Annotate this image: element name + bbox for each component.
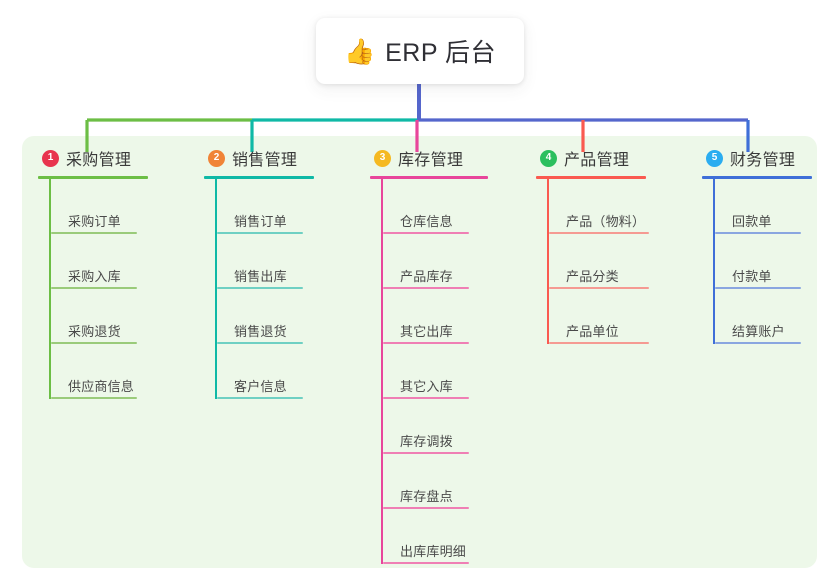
branch-header-rule bbox=[370, 176, 488, 179]
leaf-item-rule bbox=[383, 397, 469, 399]
leaf-item-label: 结算账户 bbox=[732, 324, 785, 339]
leaf-item[interactable]: 销售退货 bbox=[217, 289, 368, 344]
thumbs-up-icon: 👍 bbox=[343, 37, 376, 66]
leaf-item[interactable]: 产品分类 bbox=[549, 234, 700, 289]
leaf-item[interactable]: 回款单 bbox=[715, 179, 839, 234]
branch-number-badge: 5 bbox=[706, 149, 723, 167]
branch-header-5[interactable]: 5 财务管理 bbox=[702, 146, 839, 170]
branch-title: 库存管理 bbox=[398, 152, 464, 169]
leaf-item[interactable]: 其它入库 bbox=[383, 344, 534, 399]
leaf-item-rule bbox=[51, 342, 137, 344]
branch-number-badge: 1 bbox=[42, 149, 59, 167]
leaf-item-rule bbox=[715, 287, 801, 289]
branch-title: 产品管理 bbox=[564, 152, 630, 169]
leaf-item-label: 客户信息 bbox=[234, 379, 287, 394]
leaf-item-rule bbox=[549, 287, 649, 289]
leaf-item-rule bbox=[549, 342, 649, 344]
leaf-item-label: 销售订单 bbox=[234, 214, 287, 229]
leaf-item-label: 库存调拨 bbox=[400, 434, 453, 449]
leaf-item[interactable]: 付款单 bbox=[715, 234, 839, 289]
leaf-item-label: 其它入库 bbox=[400, 379, 453, 394]
branch-leaf-list: 产品（物料） 产品分类产品单位 bbox=[547, 179, 700, 344]
leaf-item-label: 出库库明细 bbox=[400, 544, 467, 559]
branch-header-rule bbox=[38, 176, 148, 179]
leaf-item[interactable]: 采购订单 bbox=[51, 179, 202, 234]
branch-header-1[interactable]: 1 采购管理 bbox=[38, 146, 202, 170]
branch-leaf-list: 仓库信息产品库存其它出库其它入库库存调拨库存盘点出库库明细 bbox=[381, 179, 534, 564]
leaf-item-rule bbox=[217, 232, 303, 234]
leaf-item[interactable]: 结算账户 bbox=[715, 289, 839, 344]
leaf-item-label: 产品单位 bbox=[566, 324, 619, 339]
leaf-item-rule bbox=[383, 507, 469, 509]
leaf-item-label: 产品库存 bbox=[400, 269, 453, 284]
branch-number-badge: 3 bbox=[374, 149, 391, 167]
leaf-item[interactable]: 产品（物料） bbox=[549, 179, 700, 234]
leaf-item-label: 其它出库 bbox=[400, 324, 453, 339]
branch-column-2: 2 销售管理销售订单销售出库销售退货客户信息 bbox=[204, 146, 368, 399]
leaf-item[interactable]: 出库库明细 bbox=[383, 509, 534, 564]
leaf-item-label: 采购退货 bbox=[68, 324, 121, 339]
leaf-item-rule bbox=[383, 232, 469, 234]
branches-panel bbox=[22, 136, 817, 568]
branch-title: 采购管理 bbox=[66, 152, 132, 169]
branch-leaf-list: 回款单付款单结算账户 bbox=[713, 179, 839, 344]
branch-title: 销售管理 bbox=[232, 152, 298, 169]
leaf-item[interactable]: 销售订单 bbox=[217, 179, 368, 234]
branch-header-rule bbox=[702, 176, 812, 179]
branch-column-1: 1 采购管理采购订单采购入库采购退货供应商信息 bbox=[38, 146, 202, 399]
root-node[interactable]: 👍 ERP 后台 bbox=[316, 18, 524, 84]
branch-column-5: 5 财务管理回款单付款单结算账户 bbox=[702, 146, 839, 344]
branch-title: 财务管理 bbox=[730, 152, 796, 169]
leaf-item[interactable]: 采购入库 bbox=[51, 234, 202, 289]
leaf-item[interactable]: 销售出库 bbox=[217, 234, 368, 289]
leaf-item-rule bbox=[217, 287, 303, 289]
branch-leaf-list: 销售订单销售出库销售退货客户信息 bbox=[215, 179, 368, 399]
leaf-item-label: 仓库信息 bbox=[400, 214, 453, 229]
leaf-item-label: 产品分类 bbox=[566, 269, 619, 284]
leaf-item-label: 采购入库 bbox=[68, 269, 121, 284]
branch-header-4[interactable]: 4 产品管理 bbox=[536, 146, 700, 170]
leaf-item-label: 供应商信息 bbox=[68, 379, 135, 394]
leaf-item-rule bbox=[51, 287, 137, 289]
leaf-item-rule bbox=[383, 287, 469, 289]
leaf-item-rule bbox=[383, 342, 469, 344]
leaf-item[interactable]: 仓库信息 bbox=[383, 179, 534, 234]
leaf-item[interactable]: 供应商信息 bbox=[51, 344, 202, 399]
leaf-item-label: 销售退货 bbox=[234, 324, 287, 339]
leaf-item[interactable]: 产品库存 bbox=[383, 234, 534, 289]
leaf-item[interactable]: 产品单位 bbox=[549, 289, 700, 344]
leaf-item-rule bbox=[715, 232, 801, 234]
leaf-item-label: 产品（物料） bbox=[566, 214, 646, 229]
leaf-item[interactable]: 其它出库 bbox=[383, 289, 534, 344]
branch-header-rule bbox=[536, 176, 646, 179]
branch-number-badge: 4 bbox=[540, 149, 557, 167]
leaf-item-label: 回款单 bbox=[732, 214, 772, 229]
leaf-item-rule bbox=[549, 232, 649, 234]
leaf-item-label: 销售出库 bbox=[234, 269, 287, 284]
branch-header-rule bbox=[204, 176, 314, 179]
branch-leaf-list: 采购订单采购入库采购退货供应商信息 bbox=[49, 179, 202, 399]
branch-header-3[interactable]: 3 库存管理 bbox=[370, 146, 534, 170]
root-node-title: ERP 后台 bbox=[385, 39, 497, 67]
leaf-item-rule bbox=[51, 397, 137, 399]
leaf-item-rule bbox=[217, 342, 303, 344]
leaf-item[interactable]: 库存盘点 bbox=[383, 454, 534, 509]
leaf-item-label: 付款单 bbox=[732, 269, 772, 284]
leaf-item[interactable]: 采购退货 bbox=[51, 289, 202, 344]
leaf-item[interactable]: 库存调拨 bbox=[383, 399, 534, 454]
leaf-item-label: 库存盘点 bbox=[400, 489, 453, 504]
leaf-item-rule bbox=[51, 232, 137, 234]
branch-column-3: 3 库存管理仓库信息产品库存其它出库其它入库库存调拨库存盘点出库库明细 bbox=[370, 146, 534, 564]
leaf-item-rule bbox=[383, 452, 469, 454]
leaf-item-rule bbox=[715, 342, 801, 344]
leaf-item[interactable]: 客户信息 bbox=[217, 344, 368, 399]
leaf-item-rule bbox=[383, 562, 469, 564]
branch-column-4: 4 产品管理产品（物料） 产品分类产品单位 bbox=[536, 146, 700, 344]
leaf-item-label: 采购订单 bbox=[68, 214, 121, 229]
leaf-item-rule bbox=[217, 397, 303, 399]
branch-number-badge: 2 bbox=[208, 149, 225, 167]
branch-header-2[interactable]: 2 销售管理 bbox=[204, 146, 368, 170]
